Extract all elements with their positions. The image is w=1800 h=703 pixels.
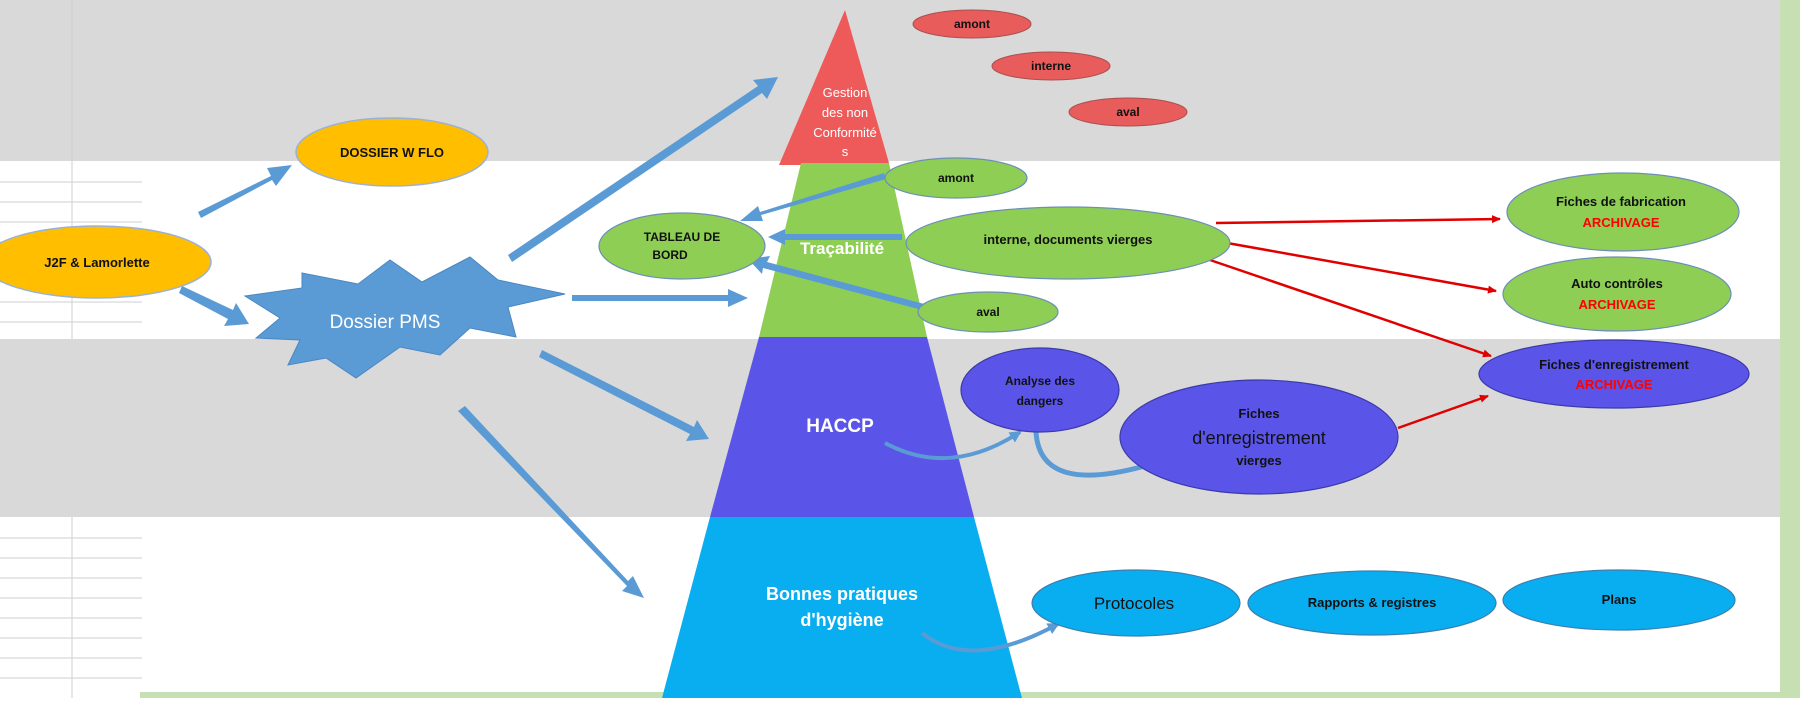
j2f-label: J2F & Lamorlette bbox=[44, 255, 149, 270]
arrow-amont-to-tableau bbox=[740, 173, 886, 221]
plans-label: Plans bbox=[1602, 592, 1637, 607]
tracabilite-label: Traçabilité bbox=[800, 239, 884, 258]
trac-aval-ellipse bbox=[917, 291, 1059, 333]
arrow-pms-to-trac bbox=[572, 289, 748, 307]
curve-bph-to-protocoles bbox=[920, 622, 1060, 653]
protocoles-label: Protocoles bbox=[1094, 594, 1174, 613]
red-arrow-autocontroles bbox=[1215, 239, 1497, 294]
wflo-ellipse bbox=[295, 117, 489, 187]
wflo-label: DOSSIER W FLO bbox=[340, 145, 444, 160]
fiches-label-line1: Fiches bbox=[1238, 406, 1279, 421]
rapports-ellipse bbox=[1247, 570, 1497, 636]
archive-fabrication-ellipse bbox=[1506, 172, 1740, 252]
analyse-label-line1: Analyse des bbox=[1005, 374, 1075, 388]
archive-autocontroles-ellipse bbox=[1502, 256, 1732, 332]
red-arrow-fiches-archive bbox=[1397, 394, 1489, 430]
nonconf-label-line1: Gestion bbox=[823, 85, 868, 100]
archive-enregistrement-title: Fiches d'enregistrement bbox=[1539, 357, 1689, 372]
pms-label: Dossier PMS bbox=[330, 312, 441, 333]
bph-label-line1: Bonnes pratiques bbox=[766, 584, 918, 604]
fiches-label-line2: d'enregistrement bbox=[1192, 428, 1326, 448]
nonconf-label-line3: Conformité bbox=[813, 125, 877, 140]
nonconf-interne-ellipse bbox=[991, 51, 1111, 81]
fiches-label-line3: vierges bbox=[1236, 453, 1282, 468]
archive-enregistrement-tag: ARCHIVAGE bbox=[1575, 377, 1652, 392]
arrow-aval-to-tableau bbox=[748, 256, 928, 311]
analyse-dangers-ellipse bbox=[960, 347, 1120, 433]
arrow-j2f-to-wflo bbox=[198, 165, 292, 218]
pyramid-tier-haccp bbox=[710, 337, 974, 517]
fiches-vierges-ellipse bbox=[1119, 379, 1399, 495]
trac-aval-label: aval bbox=[976, 305, 999, 319]
pyramid-tier-tracabilite bbox=[759, 163, 927, 337]
pms-starburst bbox=[243, 256, 566, 379]
trac-interne-ellipse bbox=[905, 206, 1231, 280]
red-arrows bbox=[1209, 215, 1501, 430]
pyramid-tier-bph bbox=[662, 517, 1022, 698]
curve-analyse-to-fiches bbox=[1033, 431, 1157, 478]
archive-autocontroles-tag: ARCHIVAGE bbox=[1578, 297, 1655, 312]
right-strip bbox=[1780, 0, 1800, 698]
blue-arrows bbox=[179, 77, 928, 598]
arrow-pms-to-haccp bbox=[539, 350, 709, 441]
tableau-de-bord-ellipse bbox=[598, 212, 766, 280]
protocoles-ellipse bbox=[1031, 569, 1241, 637]
trac-amont-ellipse bbox=[884, 157, 1028, 199]
arrow-pms-to-nonconf bbox=[508, 77, 778, 262]
archive-enregistrement-ellipse bbox=[1478, 339, 1750, 409]
bph-label-line2: d'hygiène bbox=[800, 610, 883, 630]
haccp-label: HACCP bbox=[806, 416, 874, 437]
band-top bbox=[0, 0, 1780, 161]
trac-interne-label: interne, documents vierges bbox=[983, 232, 1152, 247]
arrow-j2f-to-pms bbox=[179, 286, 249, 326]
nonconf-aval-ellipse bbox=[1068, 97, 1188, 127]
nonconf-aval-label: aval bbox=[1116, 105, 1139, 119]
tableau-label-line1: TABLEAU DE bbox=[644, 230, 720, 244]
red-arrow-fabrication bbox=[1215, 215, 1501, 225]
j2f-ellipse bbox=[0, 225, 212, 299]
arrow-pms-to-bph bbox=[458, 406, 644, 598]
nonconf-interne-label: interne bbox=[1031, 59, 1071, 73]
nonconf-label-line4: s bbox=[842, 144, 849, 159]
archive-fabrication-tag: ARCHIVAGE bbox=[1582, 215, 1659, 230]
archive-autocontroles-title: Auto contrôles bbox=[1571, 276, 1663, 291]
nonconf-label-line2: des non bbox=[822, 105, 868, 120]
archive-fabrication-title: Fiches de fabrication bbox=[1556, 194, 1686, 209]
pyramid-tier-nonconformites-shape bbox=[801, 10, 889, 163]
tableau-label-line2: BORD bbox=[652, 248, 688, 262]
analyse-label-line2: dangers bbox=[1017, 394, 1064, 408]
red-arrow-enregistrement bbox=[1209, 258, 1492, 358]
arrow-interne-to-tableau bbox=[768, 229, 902, 245]
nonconf-amont-ellipse bbox=[912, 9, 1032, 39]
curve-haccp-to-analyse bbox=[884, 430, 1022, 461]
rapports-label: Rapports & registres bbox=[1308, 595, 1437, 610]
plans-ellipse bbox=[1502, 569, 1736, 631]
nonconf-amont-label: amont bbox=[954, 17, 990, 31]
trac-amont-label: amont bbox=[938, 171, 974, 185]
